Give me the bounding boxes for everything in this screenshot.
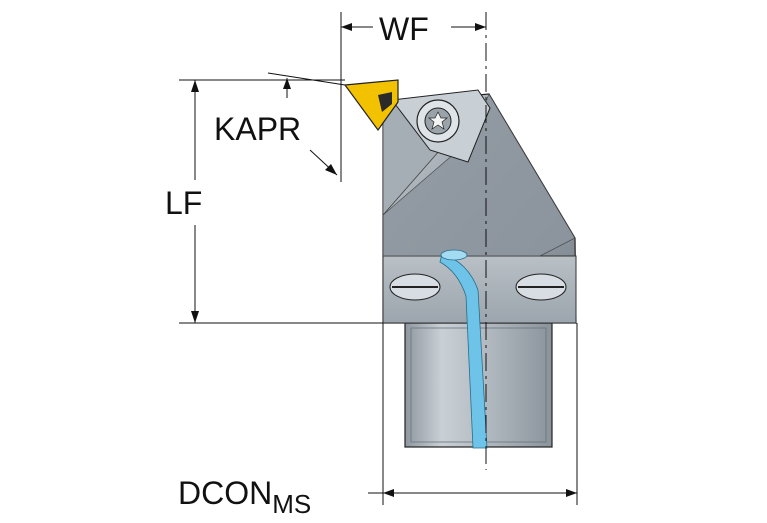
kapr-label: KAPR [214,111,301,147]
kapr-dimension [267,72,346,176]
lf-label: LF [165,185,202,221]
torx-screw-icon [428,111,448,130]
dcon-dimension [368,323,578,505]
insert-chipbreaker [378,92,392,112]
clamp-screw-left [389,273,441,301]
dcon-label: DCONMS [178,475,311,519]
wf-dimension [340,12,486,182]
clamp-screw-right [515,273,567,301]
wf-label: WF [379,11,429,47]
insert-clamp [391,89,491,163]
coolant-channel [439,249,488,449]
lf-dimension [179,79,383,324]
cutting-insert [343,79,399,132]
